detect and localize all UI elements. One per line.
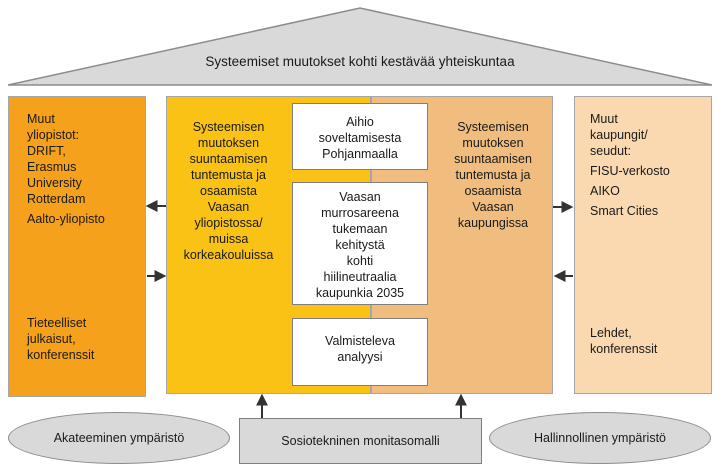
- roof-label: Systeemiset muutokset kohti kestävää yht…: [205, 54, 515, 69]
- city-box-text: Systeemisen muutoksen suuntaamisen tunte…: [454, 120, 532, 230]
- left-box-other-universities: Muut yliopistot: DRIFT, Erasmus Universi…: [8, 96, 146, 397]
- center-box-pilot: Aihio soveltamisesta Pohjanmaalla: [292, 103, 428, 170]
- sociotechnical-model-box: Sosiotekninen monitasomalli: [239, 418, 482, 464]
- administrative-environment-ellipse: Hallinnollinen ympäristö: [489, 412, 711, 464]
- right-box-top-text: Muut kaupungit/ seudut: FISU-verkosto AI…: [590, 112, 670, 218]
- center-box-transition-arena: Vaasan murrosareena tukemaan kehitystä k…: [292, 182, 428, 305]
- right-box-bottom-text: Lehdet, konferenssit: [590, 326, 658, 356]
- left-box-top-text: Muut yliopistot: DRIFT, Erasmus Universi…: [27, 112, 105, 226]
- academic-environment-ellipse: Akateeminen ympäristö: [8, 412, 230, 464]
- right-box-other-cities: Muut kaupungit/ seudut: FISU-verkosto AI…: [574, 96, 712, 394]
- left-box-bottom-text: Tieteelliset julkaisut, konferenssit: [27, 316, 95, 362]
- center-box-preliminary-analysis: Valmisteleva analyysi: [292, 318, 428, 386]
- roof-triangle: [7, 7, 713, 86]
- university-box-text: Systeemisen muutoksen suuntaamisen tunte…: [183, 120, 274, 262]
